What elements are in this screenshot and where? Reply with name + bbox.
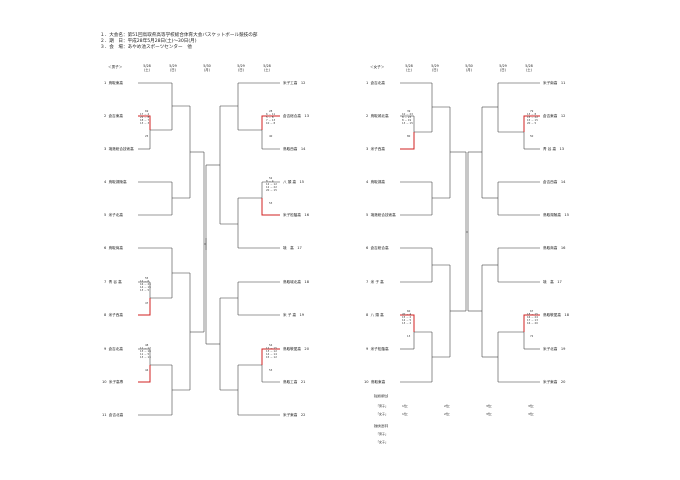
team-entry: 7 米 子 高 bbox=[366, 280, 384, 284]
fairplay-girls: 「女子」 bbox=[376, 440, 389, 444]
team-entry: 2 倉吉東高 bbox=[104, 114, 123, 118]
team-entry: 青 谷 高 13 bbox=[543, 147, 565, 151]
team-entry: 7 青 谷 高 bbox=[104, 280, 122, 284]
tournament-name: １．大会名：第51回鳥取県高等学校総合体育大会バスケットボール競技の部 bbox=[100, 33, 258, 38]
team-entry: 10 鳥取東高 bbox=[364, 380, 386, 384]
team-entry: 9 倉吉北高 bbox=[104, 347, 123, 351]
tournament-dates: ２．期 日：平成28年5月28日(土)～30日(月) bbox=[100, 39, 197, 44]
team-entry: 3 境港総合技術高 bbox=[104, 147, 134, 151]
team-entry: 八 頭 高 15 bbox=[283, 180, 305, 184]
team-entry: 6 鳥取商高 bbox=[104, 246, 123, 250]
team-entry: 4 鳥取湖高 bbox=[366, 180, 385, 184]
team-entry: 鳥取敬愛高 20 bbox=[283, 347, 309, 351]
girls-date-4: 5/29(日) bbox=[499, 64, 507, 72]
fairplay-title: 【優秀選手】 bbox=[372, 424, 391, 428]
girls-date-5: 5/28(土) bbox=[525, 64, 533, 72]
team-entry: 鳥取湖陵高 15 bbox=[543, 213, 569, 217]
team-entry: 倉吉東高 12 bbox=[543, 114, 566, 118]
team-entry: 鳥取敬愛高 18 bbox=[543, 313, 569, 317]
results-title: 【最終順位】 bbox=[372, 394, 391, 398]
girls-date-2: 5/29(日) bbox=[431, 64, 439, 72]
fairplay-boys: 「男子」 bbox=[376, 432, 389, 436]
team-entry: 米子北高 19 bbox=[543, 347, 566, 351]
tournament-venue: ３．会 場：あやめ池スポーツセンター 他 bbox=[100, 45, 192, 50]
team-entry: 米子東高 22 bbox=[283, 413, 306, 417]
boys-date-3: 5/30(月) bbox=[203, 64, 211, 72]
team-entry: 6 倉吉総合高 bbox=[366, 246, 389, 250]
team-entry: 2 鳥取城北高 bbox=[366, 114, 389, 118]
boys-date-4: 5/29(日) bbox=[237, 64, 245, 72]
boys-date-1: 5/28(土) bbox=[143, 64, 151, 72]
girls-date-1: 5/28(土) bbox=[405, 64, 413, 72]
team-entry: 鳥取商高 16 bbox=[543, 246, 566, 250]
team-entry: 米 子 高 19 bbox=[283, 313, 305, 317]
team-entry: 米子松蔭高 16 bbox=[283, 213, 309, 217]
team-entry: 3 米子西高 bbox=[366, 147, 385, 151]
team-entry: 5 境港総合技術高 bbox=[366, 213, 396, 217]
team-entry: 1 倉吉北高 bbox=[366, 81, 385, 85]
team-entry: 4 鳥取湖陵高 bbox=[104, 180, 127, 184]
boys-date-5: 5/28(土) bbox=[263, 64, 271, 72]
team-entry: 米子東高 20 bbox=[543, 380, 566, 384]
team-entry: 境 高 17 bbox=[543, 280, 562, 284]
team-entry: 境 高 17 bbox=[283, 246, 302, 250]
team-entry: 10 米子高専 bbox=[102, 380, 124, 384]
boys-date-2: 5/29(日) bbox=[169, 64, 177, 72]
team-entry: 米子工高 12 bbox=[283, 81, 306, 85]
team-entry: 11 倉吉北高 bbox=[102, 413, 124, 417]
girls-section-label: ＜女子＞ bbox=[370, 65, 385, 69]
team-entry: 鳥取城北高 18 bbox=[283, 280, 309, 284]
team-entry: 倉吉総合高 13 bbox=[283, 114, 309, 118]
team-entry: 1 鳥取東高 bbox=[104, 81, 123, 85]
team-entry: 5 米子北高 bbox=[104, 213, 123, 217]
team-entry: 倉吉西高 14 bbox=[543, 180, 566, 184]
team-entry: 8 八 頭 高 bbox=[366, 313, 384, 317]
team-entry: 鳥取工高 21 bbox=[283, 380, 306, 384]
boys-section-label: ＜男子＞ bbox=[108, 65, 123, 69]
team-entry: 鳥取西高 14 bbox=[283, 147, 306, 151]
team-entry: 米子南高 11 bbox=[543, 81, 566, 85]
team-entry: 8 米子西高 bbox=[104, 313, 123, 317]
girls-date-3: 5/30(月) bbox=[465, 64, 473, 72]
team-entry: 9 米子松蔭高 bbox=[366, 347, 389, 351]
